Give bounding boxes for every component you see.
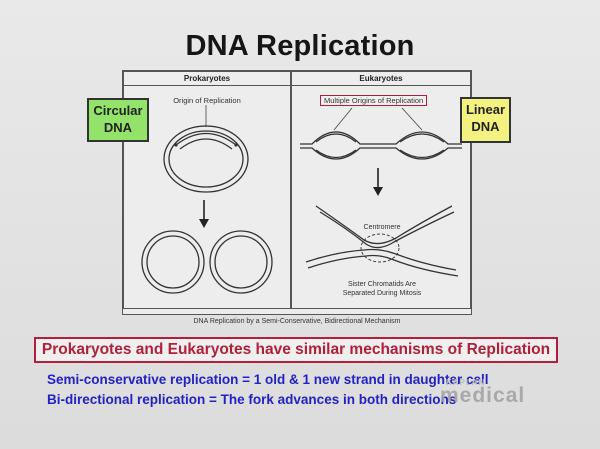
linear-dna-tag: Linear DNA — [460, 97, 511, 143]
prokaryotes-header: Prokaryotes — [124, 72, 290, 86]
daughter-circle-right — [209, 230, 273, 294]
logo-main-text: medical — [440, 384, 526, 407]
prokaryote-origin-label: Origin of Replication — [173, 96, 241, 105]
eukaryotes-header: Eukaryotes — [292, 72, 470, 86]
origin-pointer-right — [401, 107, 423, 131]
logo-small-text: KAPLAN — [446, 378, 486, 387]
fork-right — [234, 143, 238, 147]
similar-mechanisms-callout: Prokaryotes and Eukaryotes have similar … — [34, 337, 558, 363]
fork-left — [174, 143, 178, 147]
sister-chromatids — [305, 205, 459, 277]
linear-dna-with-bubbles — [300, 131, 462, 160]
figure-caption: DNA Replication by a Semi-Conservative, … — [193, 318, 401, 325]
replication-figure: Prokaryotes Origin of Replication — [122, 70, 472, 325]
chromatid-label: Sister Chromatids Are Separated During M… — [332, 280, 432, 298]
slide-title: DNA Replication — [185, 30, 415, 62]
centromere-circle — [360, 233, 400, 263]
prokaryote-arrow — [199, 200, 209, 228]
bi-directional-bullet: Bi-directional replication = The fork ad… — [47, 392, 457, 407]
linear-tag-line-2: DNA — [471, 119, 500, 134]
circular-dna-tag: Circular DNA — [87, 98, 149, 142]
centromere-label: Centromere — [363, 224, 401, 231]
eukaryote-diagram — [300, 107, 462, 277]
semi-conservative-bullet: Semi-conservative replication = 1 old & … — [47, 372, 489, 387]
prokaryote-diagram — [141, 105, 273, 294]
linear-tag-line-1: Linear — [465, 102, 505, 117]
kaplan-medical-logo: KAPLAN medical — [440, 378, 550, 408]
chromatid-label-line-1: Sister Chromatids Are — [347, 281, 417, 288]
origin-pointer-left — [333, 107, 353, 131]
eukaryote-origin-label: Multiple Origins of Replication — [320, 95, 428, 106]
eukaryote-arrow — [373, 168, 383, 196]
prokaryotes-panel: Prokaryotes Origin of Replication — [123, 71, 291, 309]
chromatid-label-line-2: Separated During Mitosis — [342, 290, 422, 297]
circular-tag-line-1: Circular — [93, 103, 143, 118]
replicating-circular-dna — [163, 125, 249, 193]
eukaryotes-panel: Eukaryotes — [291, 71, 471, 309]
daughter-circle-left — [141, 230, 205, 294]
circular-tag-line-2: DNA — [103, 120, 133, 135]
